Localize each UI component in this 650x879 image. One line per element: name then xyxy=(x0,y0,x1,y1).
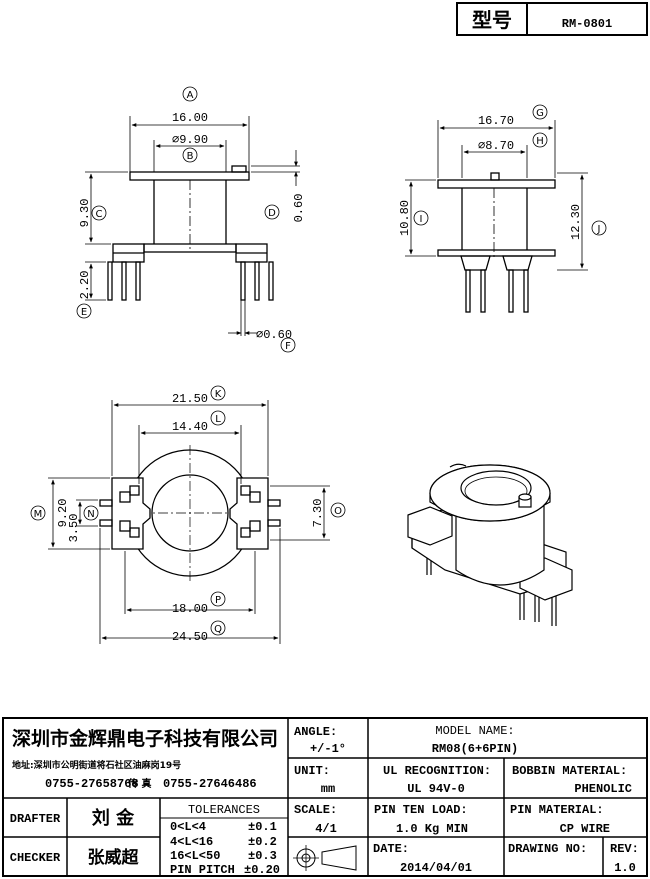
rev-value: 1.0 xyxy=(614,861,636,875)
dim-j: 12.30 xyxy=(569,204,583,240)
tol-value-3: ±0.20 xyxy=(244,863,280,877)
label-j: J xyxy=(597,224,601,235)
company-address: 地址:深圳市公明街道将石社区油麻岗19号 xyxy=(12,759,181,771)
dim-f: ⌀0.60 xyxy=(256,328,292,342)
model-label: 型号 xyxy=(472,8,512,32)
checker-name: 张威超 xyxy=(88,847,140,868)
dim-c: 9.30 xyxy=(78,199,92,228)
front-view-dims xyxy=(76,86,300,353)
tol-range-0: 0<L<4 xyxy=(170,820,206,834)
bottom-view-dims xyxy=(30,385,346,644)
label-d: D xyxy=(268,208,276,219)
title-block-text: 深圳市金辉鼎电子科技有限公司 地址:深圳市公明街道将石社区油麻岗19号 0755… xyxy=(10,724,639,877)
rev-label: REV: xyxy=(610,842,639,856)
label-k: K xyxy=(215,389,222,400)
dim-h: ⌀8.70 xyxy=(478,139,514,153)
label-l: L xyxy=(215,414,221,425)
model-name-value: RM08(6+6PIN) xyxy=(432,742,518,756)
dim-n: 3.50 xyxy=(67,514,81,543)
tol-range-3: PIN PITCH xyxy=(170,863,235,877)
front-view xyxy=(107,165,274,301)
model-name-label: MODEL NAME: xyxy=(435,724,514,738)
model-code: RM-0801 xyxy=(562,17,612,31)
front-view-text: A 16.00 ⌀9.90 B 9.30 C D 0.60 2.20 E ⌀0.… xyxy=(78,90,306,352)
tol-range-2: 16<L<50 xyxy=(170,849,220,863)
dim-g: 16.70 xyxy=(478,114,514,128)
label-g: G xyxy=(536,108,544,119)
label-h: H xyxy=(536,136,544,147)
label-p: P xyxy=(215,595,221,606)
label-o: O xyxy=(334,506,342,517)
bottom-view xyxy=(99,445,281,581)
scale-value: 4/1 xyxy=(315,822,337,836)
dim-l: 14.40 xyxy=(172,420,208,434)
dim-a: 16.00 xyxy=(172,111,208,125)
angle-label: ANGLE: xyxy=(294,725,337,739)
pin-load-label: PIN TEN LOAD: xyxy=(374,803,468,817)
label-i: I xyxy=(420,214,423,225)
side-view xyxy=(437,172,556,313)
dim-k: 21.50 xyxy=(172,392,208,406)
unit-value: mm xyxy=(321,782,335,796)
dim-o: 7.30 xyxy=(311,499,325,528)
pin-material-label: PIN MATERIAL: xyxy=(510,803,604,817)
bobbin-value: PHENOLIC xyxy=(574,782,632,796)
label-b: B xyxy=(187,151,194,162)
unit-label: UNIT: xyxy=(294,764,330,778)
tol-value-2: ±0.3 xyxy=(248,849,277,863)
tolerances-label: TOLERANCES xyxy=(188,803,260,817)
title-block xyxy=(2,717,648,877)
dim-e: 2.20 xyxy=(78,271,92,300)
company-fax: 0755-27646486 xyxy=(163,777,257,791)
tol-value-0: ±0.1 xyxy=(248,820,277,834)
dim-m: 9.20 xyxy=(56,499,70,528)
label-m: M xyxy=(34,509,43,520)
ul-label: UL RECOGNITION: xyxy=(383,764,491,778)
drawing-no-label: DRAWING NO: xyxy=(508,842,587,856)
isometric-view xyxy=(407,463,573,626)
label-c: C xyxy=(96,209,103,220)
side-view-dims xyxy=(405,104,607,271)
label-e: E xyxy=(81,307,87,318)
pin-load-value: 1.0 Kg MIN xyxy=(396,822,468,836)
angle-value: +/-1° xyxy=(310,742,346,756)
date-label: DATE: xyxy=(373,842,409,856)
dim-b: ⌀9.90 xyxy=(172,133,208,147)
bobbin-label: BOBBIN MATERIAL: xyxy=(512,764,627,778)
checker-label: CHECKER xyxy=(10,851,61,865)
label-a: A xyxy=(187,90,194,101)
dim-q: 24.50 xyxy=(172,630,208,644)
bottom-view-text: K 21.50 L 14.40 M 9.20 3.50 N 7.30 O 18.… xyxy=(34,389,342,644)
ul-value: UL 94V-0 xyxy=(407,782,465,796)
drafter-label: DRAFTER xyxy=(10,812,61,826)
dim-d: 0.60 xyxy=(292,194,306,223)
side-view-text: G 16.70 H ⌀8.70 10.80 I 12.30 J xyxy=(398,108,600,240)
company-phone: 0755-27658768 xyxy=(45,777,139,791)
label-q: Q xyxy=(214,624,222,635)
label-n: N xyxy=(87,509,94,520)
drafter-name: 刘 金 xyxy=(92,807,135,829)
tol-range-1: 4<L<16 xyxy=(170,835,213,849)
pin-material-value: CP WIRE xyxy=(560,822,610,836)
date-value: 2014/04/01 xyxy=(400,861,472,875)
label-f: F xyxy=(285,341,291,352)
dim-p: 18.00 xyxy=(172,602,208,616)
scale-label: SCALE: xyxy=(294,803,337,817)
tol-value-1: ±0.2 xyxy=(248,835,277,849)
company-name: 深圳市金辉鼎电子科技有限公司 xyxy=(12,727,278,750)
fax-label: 传 真 xyxy=(127,777,151,790)
dim-i: 10.80 xyxy=(398,200,412,236)
header-box: 型号 RM-0801 xyxy=(456,2,648,36)
